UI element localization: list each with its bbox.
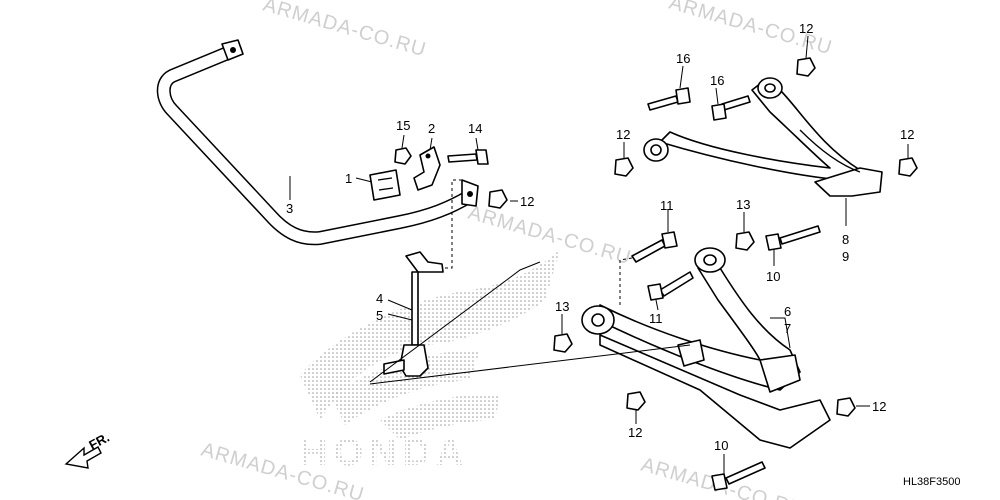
upper-arm-bracket — [814, 167, 883, 197]
callout-3: 3 — [286, 201, 293, 216]
stabilizer-bushing — [369, 169, 401, 201]
callout-12: 12 — [872, 399, 886, 414]
bolt-head — [675, 87, 691, 105]
wing-shape — [330, 350, 480, 425]
callout-12: 12 — [799, 21, 813, 36]
callout-10: 10 — [766, 269, 780, 284]
flange-nut — [836, 397, 856, 417]
wing-shape — [300, 250, 560, 420]
callout-13: 13 — [555, 299, 569, 314]
wing-shape — [380, 394, 500, 440]
logo-text: HONDA — [300, 432, 469, 474]
callout-9: 9 — [842, 249, 849, 264]
callout-12: 12 — [900, 127, 914, 142]
upper-arm — [643, 77, 883, 197]
lower-arm-mount — [759, 354, 801, 393]
callout-11: 11 — [660, 198, 674, 213]
callout-16: 16 — [710, 73, 724, 88]
flange-nut — [553, 333, 573, 353]
flange-nut — [735, 231, 755, 251]
flange-bolt — [779, 225, 821, 245]
callout-7: 7 — [784, 321, 791, 336]
lower-arm-plate — [599, 334, 831, 449]
diagram-code: HL38F3500 — [903, 476, 961, 488]
callout-2: 2 — [428, 121, 435, 136]
bolt-head — [475, 149, 489, 165]
callout-11: 11 — [649, 311, 663, 326]
bolt-head — [647, 283, 664, 301]
flange-nut — [796, 57, 816, 77]
stabilizer-bar — [156, 39, 479, 246]
lower-arm-bracket — [677, 339, 705, 367]
callout-15: 15 — [396, 118, 410, 133]
watermarks: ARMADA-CO.RU ARMADA-CO.RU ARMADA-CO.RU A… — [199, 0, 835, 500]
fasteners — [553, 57, 918, 491]
flange-bolt — [447, 153, 478, 163]
watermark-text: ARMADA-CO.RU — [261, 0, 429, 61]
leader-lines — [289, 35, 909, 474]
bushing-holder — [413, 146, 441, 191]
direction-label: FR. — [86, 430, 112, 453]
callout-13: 13 — [736, 197, 750, 212]
lower-arm — [581, 247, 831, 449]
bolt-head — [661, 231, 678, 249]
arrow-icon — [64, 446, 102, 469]
flange-bolt — [721, 95, 751, 111]
callout-12: 12 — [520, 194, 534, 209]
callout-14: 14 — [468, 121, 482, 136]
front-direction-indicator: FR. — [64, 430, 112, 469]
callout-1: 1 — [345, 171, 352, 186]
upper-arm-body — [659, 79, 861, 181]
callout-6: 6 — [784, 304, 791, 319]
flange-nut — [488, 189, 508, 209]
callout-12: 12 — [616, 127, 630, 142]
callout-8: 8 — [842, 232, 849, 247]
callout-5: 5 — [376, 308, 383, 323]
callout-16: 16 — [676, 51, 690, 66]
bolt-head — [711, 103, 727, 121]
honda-wing-logo: HONDA — [300, 250, 560, 474]
flange-bolt — [631, 239, 666, 263]
flange-nut — [898, 157, 918, 177]
flange-nut — [394, 147, 412, 165]
callout-10: 10 — [714, 438, 728, 453]
link-rod — [411, 271, 419, 346]
flange-nut — [614, 157, 634, 177]
bushing-and-holder — [369, 146, 489, 201]
callout-4: 4 — [376, 291, 383, 306]
callout-12: 12 — [628, 425, 642, 440]
bolt-head — [711, 473, 728, 491]
flange-bolt — [725, 461, 766, 485]
stabilizer-link — [383, 179, 462, 377]
link-upper-joint — [405, 251, 444, 273]
bolt-head — [765, 233, 782, 251]
flange-bolt — [659, 271, 694, 297]
callout-labels: 1 2 3 4 5 6 7 8 9 10 10 11 11 12 12 12 1… — [286, 21, 914, 453]
flange-bolt — [647, 95, 679, 111]
flange-nut — [626, 391, 646, 411]
